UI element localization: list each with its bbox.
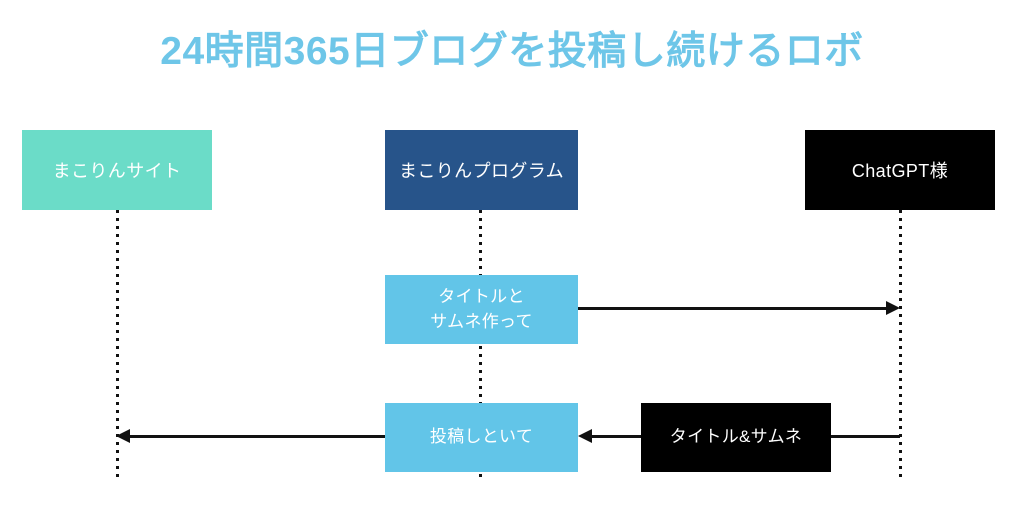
actor-box-chatgpt[interactable]: ChatGPT様	[805, 130, 995, 210]
actor-box-site[interactable]: まこりんサイト	[22, 130, 212, 210]
actor-label-chatgpt: ChatGPT様	[851, 161, 949, 181]
message-line-1: タイトルと	[438, 286, 525, 306]
arrow-head-chatgpt-to-program	[578, 429, 592, 443]
arrow-line-result-box-to-program	[592, 435, 642, 438]
arrow-head-program-to-site	[116, 429, 130, 443]
page-title: 24時間365日ブログを投稿し続けるロボ	[160, 30, 864, 73]
arrow-line-program-to-chatgpt	[578, 307, 886, 310]
actor-box-program[interactable]: まこりんプログラム	[385, 130, 578, 210]
arrow-head-program-to-chatgpt	[886, 301, 900, 315]
actor-label-site: まこりんサイト	[52, 161, 182, 181]
message-box-post-request[interactable]: 投稿しといて	[385, 403, 578, 472]
lifeline-program	[479, 210, 482, 478]
lifeline-site	[116, 210, 119, 478]
message-box-title-thumbnail-request[interactable]: タイトルと サムネ作って	[385, 275, 578, 344]
message-line-1: 投稿しといて	[429, 427, 534, 447]
arrow-line-program-to-site	[130, 435, 385, 438]
arrow-line-chatgpt-to-result-box	[831, 435, 900, 438]
message-line-1: タイトル&サムネ	[669, 427, 803, 447]
message-box-title-thumbnail-result[interactable]: タイトル&サムネ	[641, 403, 831, 472]
actor-label-program: まこりんプログラム	[398, 161, 565, 181]
lifeline-chatgpt	[899, 210, 902, 478]
message-line-2: サムネ作って	[430, 311, 533, 331]
